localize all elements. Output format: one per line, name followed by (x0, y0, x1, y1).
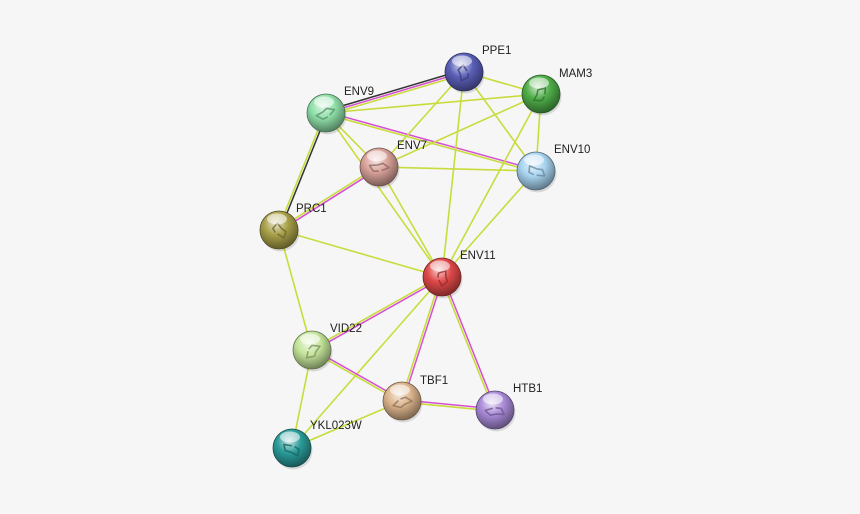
node-label: MAM3 (559, 68, 592, 80)
node-highlight (280, 431, 300, 443)
node-label: ENV11 (460, 250, 496, 262)
node-label: YKL023W (310, 420, 362, 432)
edge-line-yellow (378, 166, 443, 278)
edge-line-black (279, 113, 328, 231)
edge-line-magenta (325, 71, 465, 114)
edge-line-magenta (442, 276, 497, 410)
edge-ppe1-env7 (378, 71, 465, 168)
edge-line-yellow (441, 170, 537, 278)
node-highlight (390, 384, 410, 396)
edge-tbf1-ykl023w (291, 400, 403, 449)
edge-env11-ykl023w (291, 276, 443, 449)
edge-env9-mam3 (325, 93, 542, 114)
node-htb1[interactable]: HTB1 (475, 383, 542, 432)
edge-env9-env11 (325, 112, 443, 278)
node-label: ENV7 (397, 140, 427, 152)
edge-line-yellow (440, 277, 495, 411)
node-prc1[interactable]: PRC1 (259, 203, 327, 252)
edge-line-yellow (326, 73, 465, 116)
node-ykl023w[interactable]: YKL023W (272, 420, 362, 470)
edge-line-magenta (279, 167, 380, 232)
edge-env7-env11 (378, 166, 443, 278)
node-label: HTB1 (513, 383, 542, 395)
protein-structure-icon (368, 162, 390, 172)
edge-env11-htb1 (440, 276, 497, 411)
protein-structure-icon (305, 344, 321, 359)
node-highlight (267, 213, 287, 225)
edge-env9-prc1 (277, 112, 328, 231)
node-vid22[interactable]: VID22 (292, 323, 362, 372)
node-highlight (483, 393, 503, 405)
edge-line-magenta (326, 111, 537, 171)
edge-line-yellow (277, 165, 379, 230)
protein-structure-icon (392, 396, 413, 409)
protein-structure-icon (437, 269, 449, 287)
node-highlight (430, 260, 450, 272)
edge-line-yellow (291, 276, 443, 449)
edge-line-yellow (325, 112, 443, 278)
edge-line-yellow (400, 276, 442, 401)
node-highlight (452, 55, 472, 67)
edge-line-black (325, 69, 464, 112)
node-label: ENV9 (344, 86, 374, 98)
edge-line-yellow (278, 229, 313, 351)
edge-env7-prc1 (277, 165, 380, 232)
node-highlight (314, 96, 334, 108)
edge-env10-env11 (441, 170, 537, 278)
protein-structure-icon (532, 87, 547, 102)
edge-line-yellow (311, 275, 442, 350)
edge-line-yellow (278, 229, 443, 278)
edge-env11-vid22 (311, 275, 443, 352)
node-label: PRC1 (296, 203, 327, 215)
node-highlight (529, 77, 549, 89)
edge-ppe1-env11 (441, 71, 465, 278)
edge-env11-tbf1 (400, 276, 444, 402)
node-env10[interactable]: ENV10 (516, 144, 590, 193)
node-label: VID22 (330, 323, 362, 335)
protein-structure-icon (528, 165, 546, 177)
node-highlight (367, 150, 387, 162)
edge-env9-ppe1 (325, 69, 465, 116)
node-env9[interactable]: ENV9 (306, 86, 374, 135)
node-mam3[interactable]: MAM3 (521, 68, 592, 116)
node-highlight (524, 154, 544, 166)
edge-prc1-vid22 (278, 229, 313, 351)
edge-line-magenta (402, 277, 444, 402)
edge-prc1-env11 (278, 229, 443, 278)
edge-line-yellow (441, 71, 465, 278)
node-ppe1[interactable]: PPE1 (444, 45, 511, 94)
edge-line-yellow (463, 71, 537, 172)
edge-line-yellow (277, 112, 326, 230)
protein-structure-icon (315, 107, 336, 120)
edge-env7-env10 (378, 166, 537, 172)
protein-structure-icon (484, 407, 505, 416)
protein-structure-icon (283, 443, 300, 457)
edge-env9-env10 (325, 111, 537, 173)
edge-line-yellow (441, 93, 542, 278)
edge-line-yellow (291, 400, 403, 449)
node-highlight (300, 333, 320, 345)
edge-line-yellow (378, 93, 542, 168)
edge-line-yellow (325, 93, 542, 114)
protein-structure-icon (272, 222, 287, 239)
edge-ppe1-env10 (463, 71, 537, 172)
edge-layer (277, 69, 542, 449)
node-env7[interactable]: ENV7 (359, 140, 427, 189)
node-label: PPE1 (482, 45, 511, 57)
edge-line-magenta (312, 277, 443, 352)
node-env11[interactable]: ENV11 (422, 250, 496, 299)
node-tbf1[interactable]: TBF1 (382, 375, 448, 423)
edge-line-yellow (378, 71, 465, 168)
edge-mam3-env7 (378, 93, 542, 168)
node-label: ENV10 (554, 144, 590, 156)
edge-line-yellow (378, 166, 537, 172)
edge-mam3-env11 (441, 93, 542, 278)
node-label: TBF1 (420, 375, 448, 387)
